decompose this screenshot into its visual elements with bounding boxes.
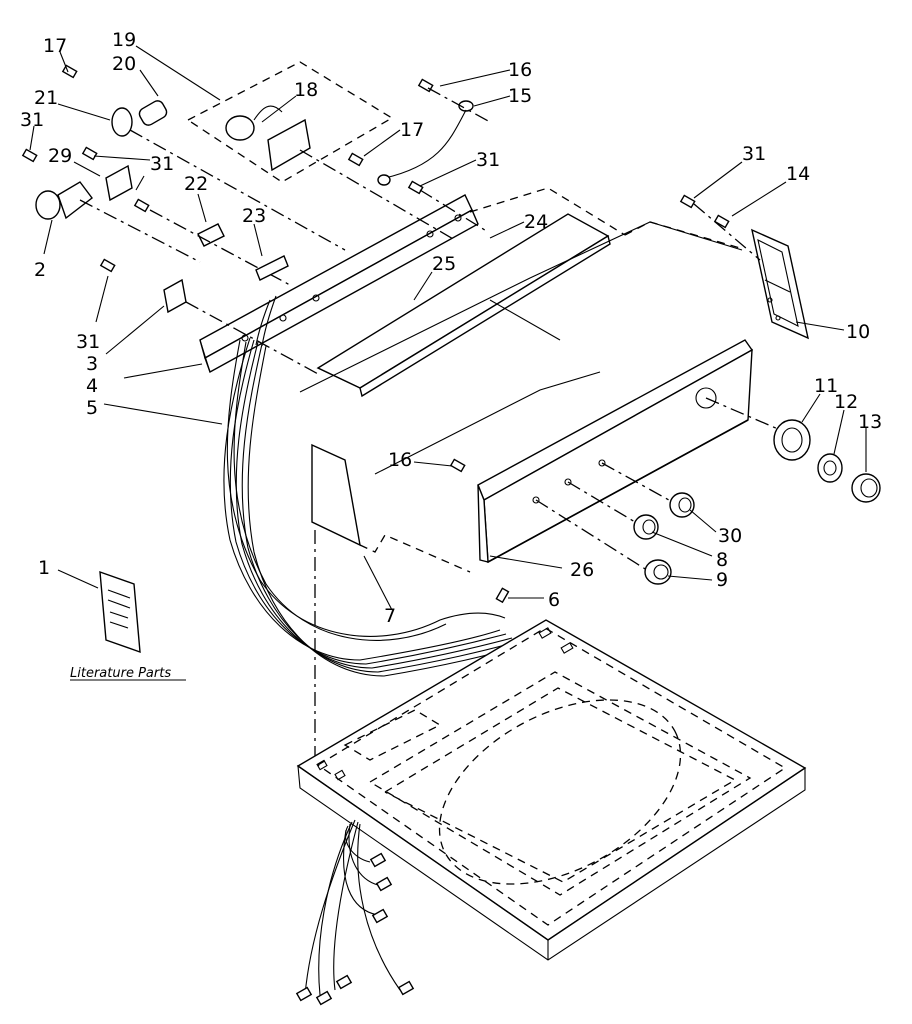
callout-4: 4 [86, 375, 98, 397]
callout-16: 16 [508, 59, 532, 81]
callout-14: 14 [786, 163, 810, 185]
cabinet-top [296, 619, 807, 961]
callout-29: 29 [48, 145, 72, 167]
callout-5: 5 [86, 397, 98, 419]
callout-9: 9 [716, 569, 728, 591]
callout-15: 15 [508, 85, 532, 107]
knob-13 [851, 473, 881, 503]
callout-26: 26 [570, 559, 594, 581]
panel-shield [311, 443, 471, 760]
knob-11 [773, 419, 811, 461]
callout-7: 7 [384, 605, 396, 627]
callout-12: 12 [834, 391, 858, 413]
callout-labels: 17 19 20 18 21 31 29 31 22 23 2 16 15 17… [20, 29, 882, 627]
literature-parts-label: Literature Parts [70, 666, 171, 681]
leader-lines [29, 45, 867, 611]
clip-21 [111, 107, 346, 251]
knob-12 [817, 453, 843, 483]
literature-booklet: Literature Parts [70, 570, 186, 681]
callout-25: 25 [432, 253, 456, 275]
callout-23: 23 [242, 205, 266, 227]
callout-17: 17 [400, 119, 424, 141]
callout-21: 21 [34, 87, 58, 109]
callout-30: 30 [718, 525, 742, 547]
callout-8: 8 [716, 549, 728, 571]
switch-3 [163, 278, 321, 376]
callout-31: 31 [742, 143, 766, 165]
connector-22 [149, 209, 291, 286]
callout-20: 20 [112, 53, 136, 75]
capacitor-20 [138, 100, 168, 126]
callout-31: 31 [76, 331, 100, 353]
callout-22: 22 [184, 173, 208, 195]
bracket-29 [105, 164, 133, 202]
callout-11: 11 [814, 375, 838, 397]
wire-harness [223, 295, 521, 677]
callout-31: 31 [476, 149, 500, 171]
connector-23 [255, 255, 289, 281]
callout-16: 16 [388, 449, 412, 471]
ground-wire-15 [377, 100, 474, 186]
relay-box-18 [186, 61, 456, 241]
callout-2: 2 [34, 259, 46, 281]
callout-17: 17 [43, 35, 67, 57]
control-panel [477, 339, 786, 573]
callout-1: 1 [38, 557, 50, 579]
knob-9 [644, 559, 672, 585]
knob-8 [633, 514, 659, 540]
console-top [299, 213, 743, 475]
callout-10: 10 [846, 321, 870, 343]
callout-19: 19 [112, 29, 136, 51]
end-cap [751, 228, 809, 340]
callout-31: 31 [20, 109, 44, 131]
callout-6: 6 [548, 589, 560, 611]
timer-switch-2 [35, 181, 201, 263]
callout-31: 31 [150, 153, 174, 175]
callout-18: 18 [294, 79, 318, 101]
console-rear-panel [199, 187, 741, 374]
callout-24: 24 [524, 211, 548, 233]
wire-leads [295, 819, 415, 1006]
knob-30 [669, 492, 695, 518]
callout-13: 13 [858, 411, 882, 433]
callout-3: 3 [86, 353, 98, 375]
